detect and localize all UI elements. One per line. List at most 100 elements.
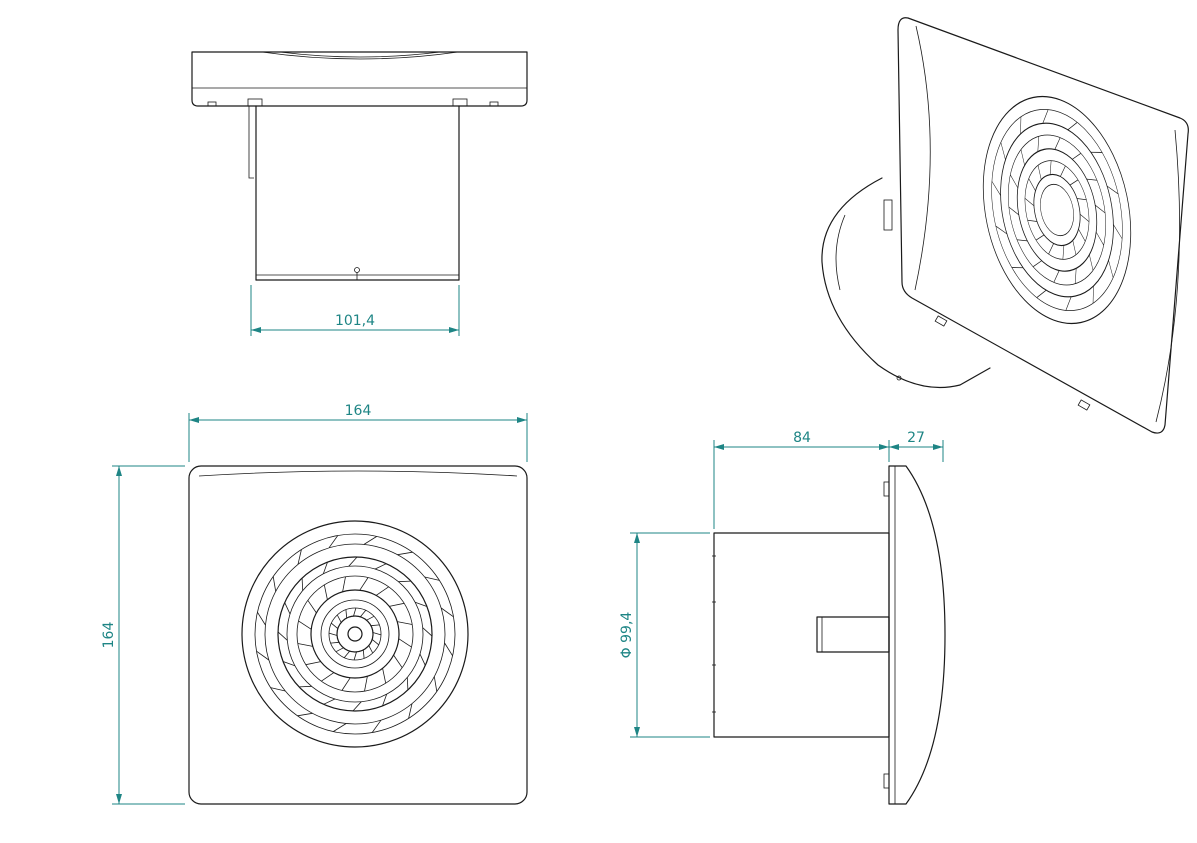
grille-spoke bbox=[371, 639, 379, 646]
grille-spoke bbox=[1090, 151, 1103, 153]
grille-spoke bbox=[1027, 219, 1038, 222]
grille-spoke bbox=[1020, 149, 1025, 166]
fan-grille bbox=[241, 520, 469, 748]
grille-spoke bbox=[398, 580, 411, 583]
grille-spoke bbox=[256, 650, 270, 661]
grille-spoke bbox=[336, 614, 342, 623]
dimension-panel-depth: 27 bbox=[889, 430, 944, 462]
grille-spoke bbox=[297, 643, 313, 647]
grille-spoke bbox=[270, 687, 286, 692]
grille-spoke bbox=[362, 649, 365, 659]
grille-spoke bbox=[374, 563, 387, 570]
grille-spoke bbox=[1020, 116, 1022, 135]
grille-spoke bbox=[297, 712, 313, 717]
isometric-view bbox=[821, 17, 1189, 434]
dimension-duct-width: 101,4 bbox=[250, 285, 460, 336]
grille-spoke bbox=[332, 723, 347, 732]
iso-fan-grille bbox=[982, 95, 1132, 325]
grille-spoke bbox=[1095, 231, 1104, 246]
grille-spoke bbox=[1092, 285, 1094, 304]
grille-spoke bbox=[1065, 296, 1072, 311]
grille-spoke bbox=[1067, 122, 1078, 131]
grille-spoke bbox=[1086, 178, 1098, 181]
grille-spoke bbox=[360, 610, 367, 618]
grille-spoke bbox=[1036, 289, 1047, 298]
dimension-label-front-width: 164 bbox=[345, 403, 372, 419]
dimension-duct-diameter: Φ 99,4 bbox=[619, 532, 710, 738]
dimension-front-height: 164 bbox=[101, 465, 185, 805]
grille-spoke bbox=[419, 653, 426, 666]
grille-spoke bbox=[359, 577, 369, 591]
grille-spoke bbox=[282, 661, 296, 667]
grille-spoke bbox=[1032, 260, 1042, 268]
grille-spoke bbox=[1106, 185, 1119, 195]
grille-spoke bbox=[328, 535, 339, 549]
grille-spoke bbox=[368, 645, 374, 654]
grille-spoke bbox=[1037, 165, 1042, 180]
grille-spoke bbox=[1054, 137, 1061, 150]
grille-spoke bbox=[321, 672, 335, 682]
grille-spoke bbox=[422, 627, 433, 637]
grille-spoke bbox=[1037, 136, 1040, 152]
dimension-front-width: 164 bbox=[188, 403, 528, 462]
grille-spoke bbox=[375, 586, 389, 596]
dimension-label-panel-depth: 27 bbox=[907, 430, 925, 446]
grille-spoke bbox=[1062, 245, 1065, 260]
grille-spoke bbox=[408, 703, 413, 719]
dimension-label-front-height: 164 bbox=[101, 622, 117, 649]
dimension-label-duct-width: 101,4 bbox=[335, 313, 375, 329]
grille-spoke bbox=[1113, 224, 1123, 239]
grille-spoke bbox=[1072, 152, 1082, 160]
grille-spoke bbox=[1074, 268, 1077, 284]
grille-spoke bbox=[1016, 239, 1028, 242]
grille-spoke bbox=[1011, 267, 1024, 269]
grille-spoke bbox=[1035, 234, 1045, 241]
grille-spoke bbox=[348, 556, 358, 567]
grille-spoke bbox=[1089, 254, 1094, 271]
grille-spoke bbox=[305, 661, 321, 666]
dimension-duct-length: 84 bbox=[713, 430, 890, 529]
grille-spoke bbox=[352, 701, 362, 712]
grille-spoke bbox=[1060, 165, 1066, 177]
grille-spoke bbox=[330, 641, 340, 644]
grille-spoke bbox=[1008, 206, 1019, 216]
grille-spoke bbox=[1076, 198, 1087, 201]
grille-spoke bbox=[397, 551, 413, 556]
grille-spoke bbox=[1028, 178, 1036, 192]
grille-spoke bbox=[995, 225, 1008, 235]
grille-spoke bbox=[363, 536, 378, 545]
grille-spoke bbox=[297, 549, 302, 565]
grille-spoke bbox=[1108, 260, 1114, 278]
grille-spoke bbox=[370, 624, 380, 627]
grille-spoke bbox=[345, 609, 348, 619]
grille-spoke bbox=[414, 601, 428, 607]
grille-spoke bbox=[406, 677, 409, 690]
grille-spoke bbox=[1095, 204, 1106, 214]
grille-spoke bbox=[371, 719, 382, 733]
grille-spoke bbox=[257, 611, 266, 626]
grille-spoke bbox=[444, 642, 453, 657]
grille-spoke bbox=[299, 685, 312, 688]
grille-spoke bbox=[393, 654, 403, 668]
grille-spoke bbox=[1072, 240, 1077, 255]
grille-spoke bbox=[364, 676, 368, 692]
grille-spoke bbox=[353, 607, 357, 617]
grille-spoke bbox=[1010, 174, 1019, 189]
grille-spoke bbox=[342, 576, 346, 592]
grille-spoke bbox=[397, 621, 413, 625]
grille-spoke bbox=[1053, 270, 1060, 283]
grille-spoke bbox=[1024, 197, 1035, 207]
grille-spoke bbox=[331, 622, 339, 629]
grille-spoke bbox=[353, 651, 357, 661]
grille-spoke bbox=[389, 602, 405, 607]
dimension-label-duct-diameter: Φ 99,4 bbox=[619, 612, 635, 659]
grille-spoke bbox=[284, 602, 291, 615]
grille-spoke bbox=[301, 578, 304, 591]
grille-spoke bbox=[424, 576, 440, 581]
grille-spoke bbox=[307, 600, 317, 614]
grille-spoke bbox=[1048, 243, 1054, 255]
grille-spoke bbox=[1000, 142, 1006, 160]
grille-spoke bbox=[1079, 213, 1090, 223]
grille-spoke bbox=[272, 576, 277, 592]
